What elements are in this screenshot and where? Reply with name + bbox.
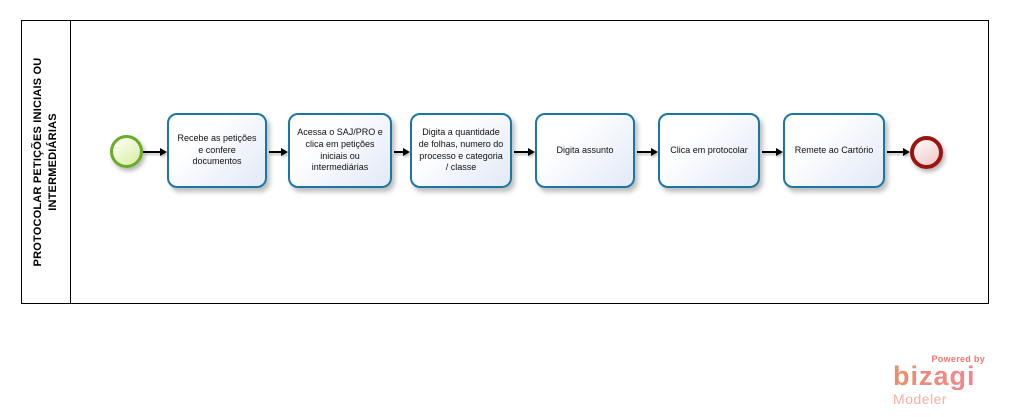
powered-by-text: Powered by bbox=[931, 354, 985, 364]
task-label: Recebe as petições e confere documentos bbox=[177, 132, 257, 167]
sequence-flow-task5-to-task6[interactable] bbox=[762, 148, 783, 156]
task-digita-quantidade[interactable]: Digita a quantidade de folhas, numero do… bbox=[410, 113, 512, 188]
sequence-flow-task1-to-task2[interactable] bbox=[269, 148, 288, 156]
task-clica-protocolar[interactable]: Clica em protocolar bbox=[658, 113, 760, 188]
lane-label-band[interactable]: PROTOCOLAR PETIÇÕES INICIAIS OU INTERMED… bbox=[22, 21, 71, 303]
task-label: Acessa o SAJ/PRO e clica em petições ini… bbox=[297, 127, 383, 173]
sequence-flow-task2-to-task3[interactable] bbox=[394, 148, 410, 156]
task-recebe-peticoes[interactable]: Recebe as petições e confere documentos bbox=[167, 113, 267, 188]
sequence-flow-start-to-task1[interactable] bbox=[143, 148, 167, 156]
sequence-flow-task4-to-task5[interactable] bbox=[637, 148, 658, 156]
task-label: Remete ao Cartório bbox=[794, 144, 874, 155]
bizagi-watermark: Powered by bizagi Modeler bbox=[893, 354, 993, 407]
task-digita-assunto[interactable]: Digita assunto bbox=[535, 113, 635, 188]
task-acessa-sajpro[interactable]: Acessa o SAJ/PRO e clica em petições ini… bbox=[288, 113, 392, 188]
bizagi-logo: bizagi bbox=[893, 363, 993, 390]
end-event[interactable] bbox=[910, 136, 943, 169]
task-remete-cartorio[interactable]: Remete ao Cartório bbox=[783, 113, 885, 188]
start-event[interactable] bbox=[110, 135, 143, 168]
sequence-flow-task3-to-task4[interactable] bbox=[514, 148, 535, 156]
lane-title: PROTOCOLAR PETIÇÕES INICIAIS OU INTERMED… bbox=[32, 57, 59, 267]
modeler-text: Modeler bbox=[893, 391, 948, 407]
task-label: Clica em protocolar bbox=[670, 144, 748, 155]
task-label: Digita assunto bbox=[556, 144, 614, 155]
sequence-flow-task6-to-end[interactable] bbox=[887, 148, 910, 156]
task-label: Digita a quantidade de folhas, numero do… bbox=[418, 127, 504, 173]
